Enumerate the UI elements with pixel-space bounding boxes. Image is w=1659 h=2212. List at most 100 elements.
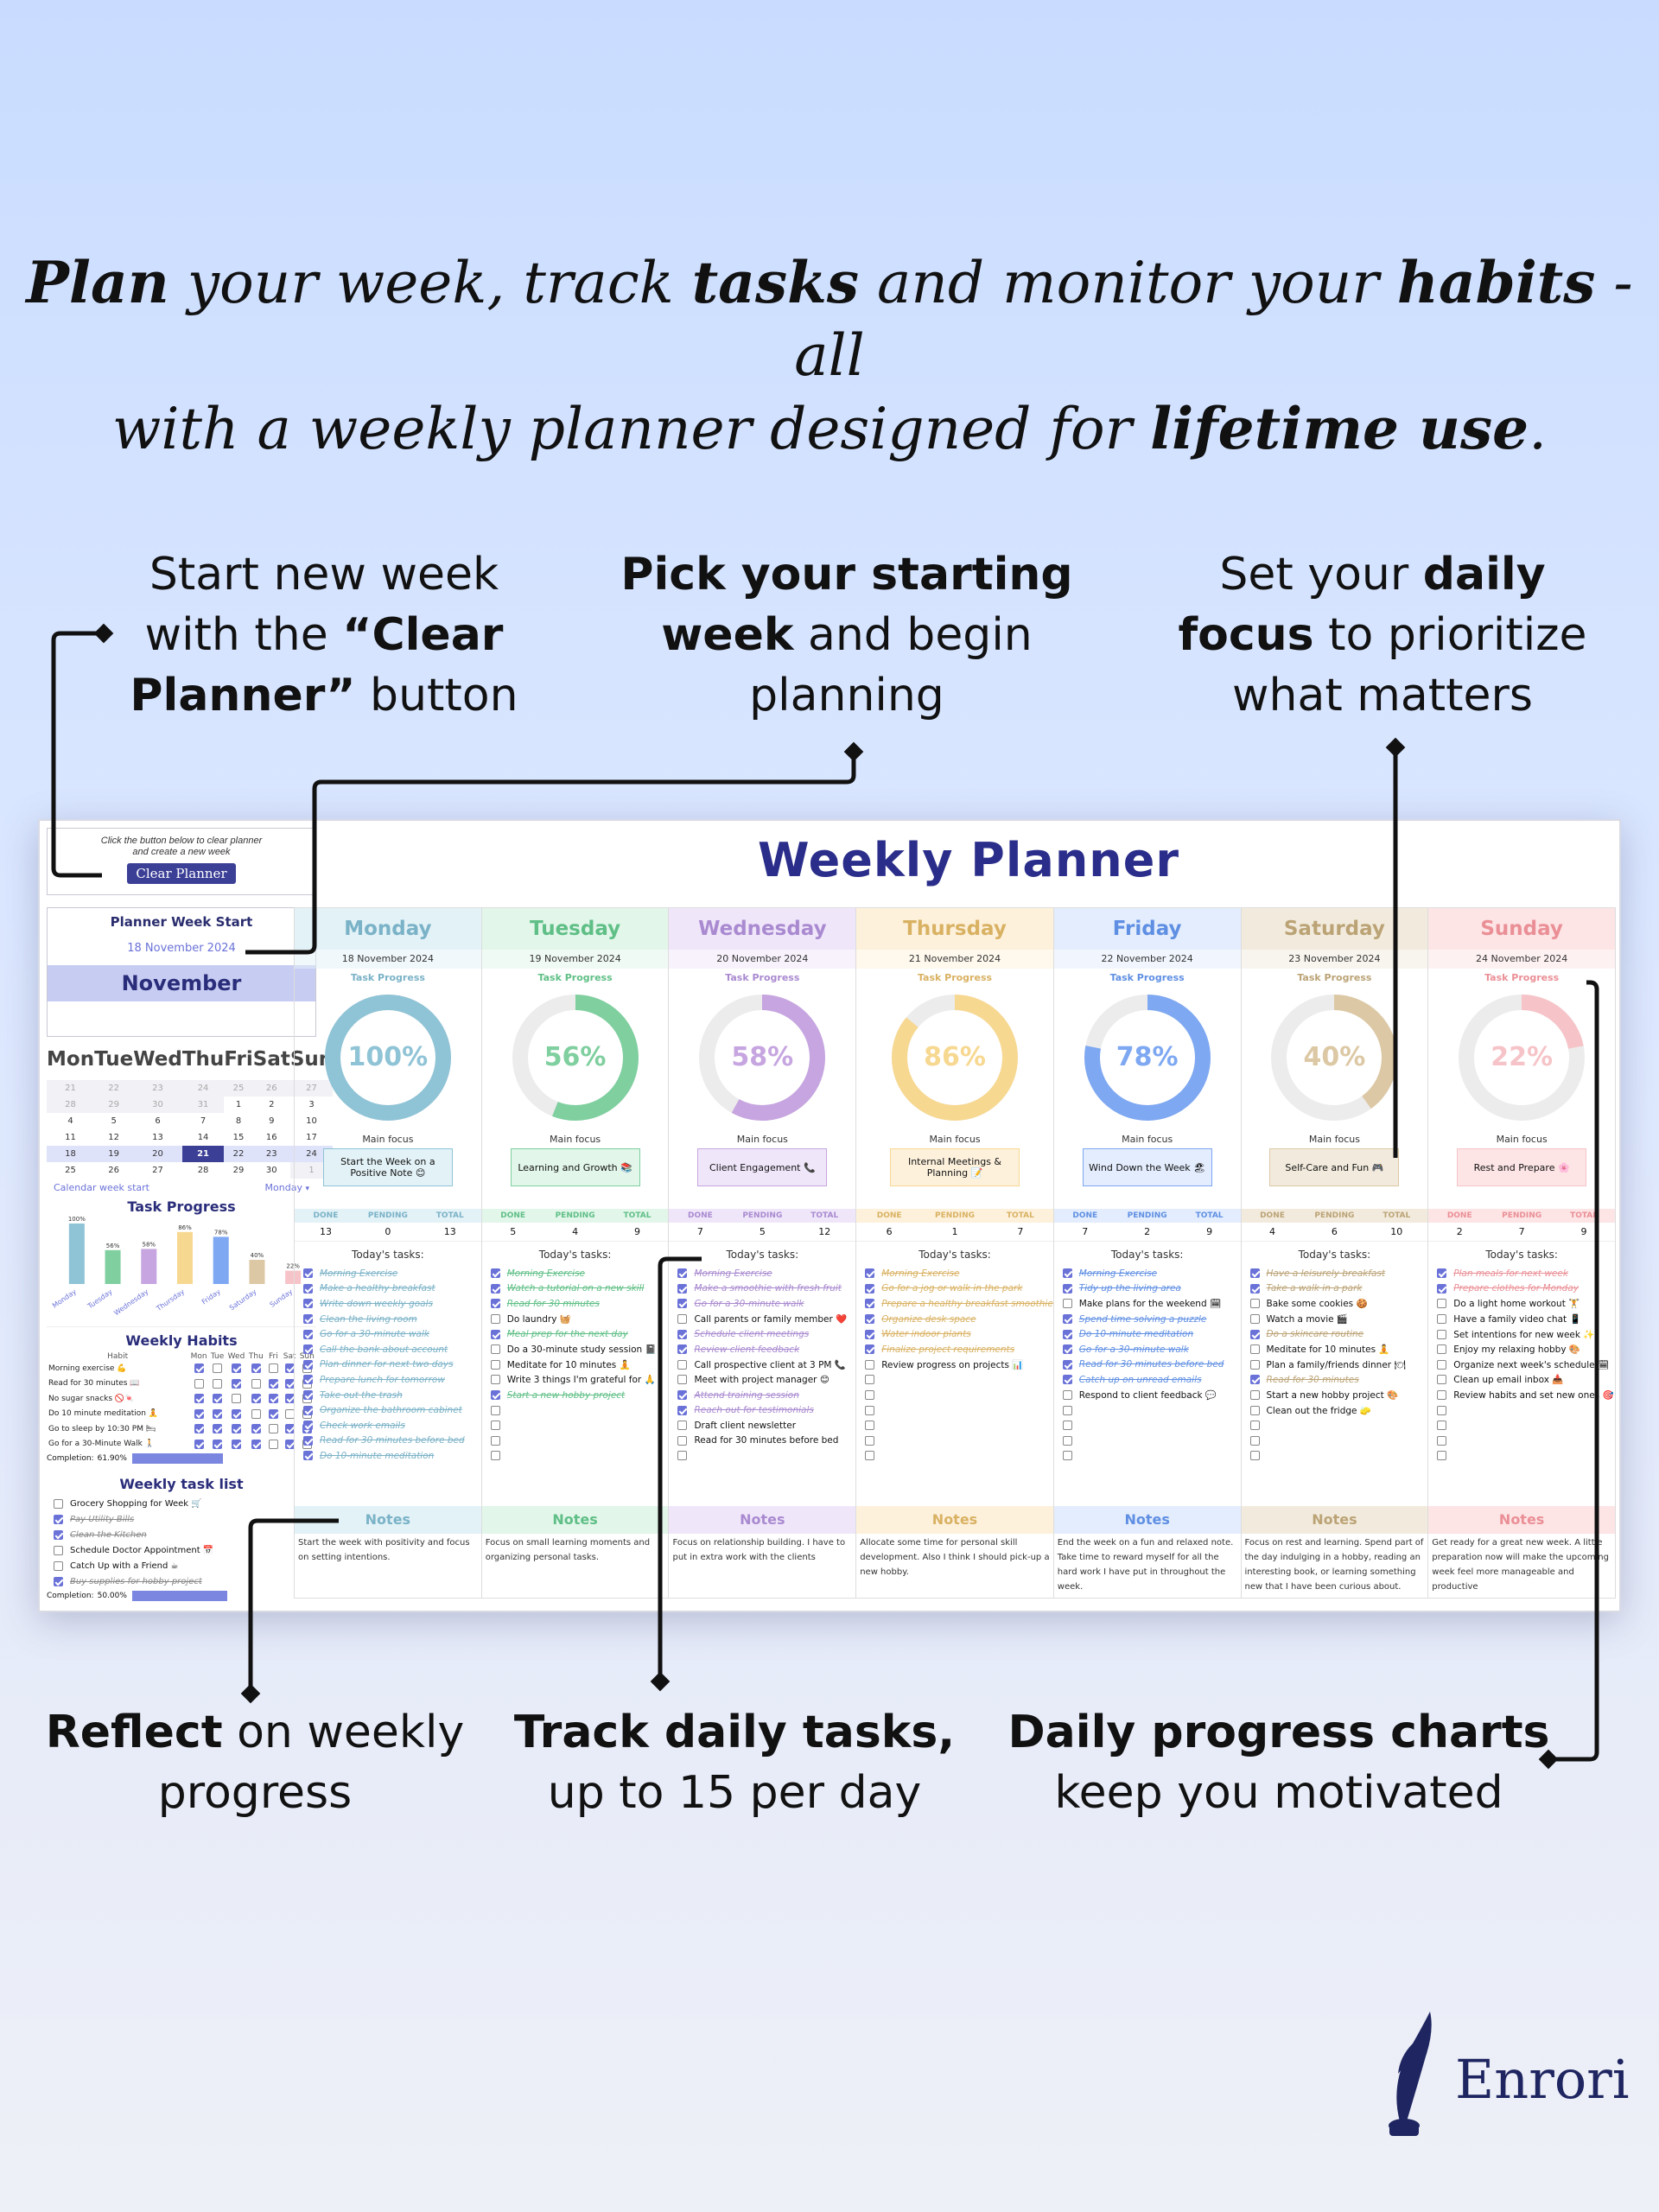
task-checkbox[interactable] bbox=[865, 1359, 875, 1370]
task-checkbox[interactable] bbox=[1249, 1375, 1260, 1385]
task-checkbox[interactable] bbox=[677, 1299, 688, 1309]
calendar-date[interactable]: 25 bbox=[224, 1080, 253, 1096]
habit-checkbox[interactable] bbox=[213, 1439, 223, 1449]
habit-checkbox[interactable] bbox=[194, 1439, 204, 1449]
calendar-date[interactable]: 9 bbox=[269, 1116, 275, 1126]
task-checkbox[interactable] bbox=[1437, 1283, 1447, 1294]
habit-checkbox[interactable] bbox=[268, 1378, 278, 1389]
task-checkbox[interactable] bbox=[865, 1299, 875, 1309]
task-checkbox[interactable] bbox=[490, 1344, 500, 1355]
task-checkbox[interactable] bbox=[490, 1268, 500, 1279]
task-checkbox[interactable] bbox=[1437, 1405, 1447, 1415]
task-checkbox[interactable] bbox=[677, 1390, 688, 1401]
habit-checkbox[interactable] bbox=[268, 1394, 278, 1404]
task-checkbox[interactable] bbox=[1062, 1329, 1072, 1339]
calendar-date[interactable]: 30 bbox=[265, 1166, 277, 1175]
calendar-date[interactable]: 25 bbox=[65, 1166, 76, 1175]
task-checkbox[interactable] bbox=[303, 1375, 313, 1385]
task-checkbox[interactable] bbox=[1437, 1268, 1447, 1279]
task-checkbox[interactable] bbox=[1249, 1405, 1260, 1415]
weekly-task-checkbox[interactable] bbox=[54, 1560, 63, 1571]
task-checkbox[interactable] bbox=[1249, 1329, 1260, 1339]
task-checkbox[interactable] bbox=[303, 1283, 313, 1294]
calendar-date[interactable]: 11 bbox=[65, 1133, 76, 1142]
habit-checkbox[interactable] bbox=[213, 1394, 223, 1404]
calendar-date[interactable]: 14 bbox=[197, 1133, 209, 1142]
task-checkbox[interactable] bbox=[1062, 1299, 1072, 1309]
task-checkbox[interactable] bbox=[1437, 1329, 1447, 1339]
calendar-date[interactable]: 17 bbox=[306, 1133, 317, 1142]
task-checkbox[interactable] bbox=[1437, 1421, 1447, 1431]
task-checkbox[interactable] bbox=[1437, 1344, 1447, 1355]
task-checkbox[interactable] bbox=[1062, 1268, 1072, 1279]
calendar-date[interactable]: 16 bbox=[265, 1133, 277, 1142]
calendar-date[interactable]: 4 bbox=[67, 1116, 73, 1126]
calendar-date[interactable]: 22 bbox=[94, 1080, 134, 1096]
notes-text[interactable]: Start the week with positivity and focus… bbox=[298, 1538, 470, 1562]
task-checkbox[interactable] bbox=[1437, 1359, 1447, 1370]
task-checkbox[interactable] bbox=[865, 1283, 875, 1294]
calendar-date[interactable]: 26 bbox=[252, 1080, 290, 1096]
task-checkbox[interactable] bbox=[1062, 1314, 1072, 1325]
habit-checkbox[interactable] bbox=[251, 1363, 261, 1374]
habit-checkbox[interactable] bbox=[231, 1408, 241, 1419]
week-start-date-picker[interactable]: 18 November 2024 bbox=[127, 942, 236, 955]
task-checkbox[interactable] bbox=[865, 1375, 875, 1385]
task-checkbox[interactable] bbox=[677, 1451, 688, 1461]
task-checkbox[interactable] bbox=[865, 1390, 875, 1401]
task-checkbox[interactable] bbox=[677, 1359, 688, 1370]
task-checkbox[interactable] bbox=[490, 1435, 500, 1446]
habit-checkbox[interactable] bbox=[231, 1363, 241, 1374]
task-checkbox[interactable] bbox=[1249, 1268, 1260, 1279]
task-checkbox[interactable] bbox=[1249, 1421, 1260, 1431]
task-checkbox[interactable] bbox=[490, 1421, 500, 1431]
task-checkbox[interactable] bbox=[677, 1421, 688, 1431]
habit-checkbox[interactable] bbox=[284, 1394, 295, 1404]
weekly-task-checkbox[interactable] bbox=[54, 1576, 63, 1586]
calendar-date[interactable]: 22 bbox=[224, 1146, 253, 1162]
habit-checkbox[interactable] bbox=[213, 1378, 223, 1389]
main-focus-input[interactable]: Wind Down the Week 🏖 bbox=[1082, 1148, 1212, 1186]
task-checkbox[interactable] bbox=[490, 1390, 500, 1401]
habit-checkbox[interactable] bbox=[231, 1439, 241, 1449]
task-checkbox[interactable] bbox=[865, 1435, 875, 1446]
calendar-date[interactable]: 20 bbox=[133, 1146, 182, 1162]
habit-checkbox[interactable] bbox=[268, 1408, 278, 1419]
task-checkbox[interactable] bbox=[677, 1375, 688, 1385]
habit-checkbox[interactable] bbox=[284, 1363, 295, 1374]
calendar-date[interactable]: 13 bbox=[152, 1133, 163, 1142]
task-checkbox[interactable] bbox=[303, 1314, 313, 1325]
main-focus-input[interactable]: Client Engagement 📞 bbox=[697, 1148, 828, 1186]
task-checkbox[interactable] bbox=[865, 1451, 875, 1461]
task-checkbox[interactable] bbox=[677, 1329, 688, 1339]
calendar-date[interactable]: 28 bbox=[197, 1166, 209, 1175]
task-checkbox[interactable] bbox=[1437, 1314, 1447, 1325]
habit-checkbox[interactable] bbox=[194, 1424, 204, 1434]
habit-checkbox[interactable] bbox=[268, 1439, 278, 1449]
task-checkbox[interactable] bbox=[490, 1314, 500, 1325]
calendar-date[interactable]: 26 bbox=[108, 1166, 120, 1175]
habit-checkbox[interactable] bbox=[268, 1363, 278, 1374]
main-focus-input[interactable]: Start the Week on a Positive Note 😊 bbox=[322, 1148, 453, 1186]
task-checkbox[interactable] bbox=[303, 1421, 313, 1431]
notes-text[interactable]: Allocate some time for personal skill de… bbox=[860, 1538, 1050, 1577]
habit-checkbox[interactable] bbox=[251, 1439, 261, 1449]
habit-checkbox[interactable] bbox=[194, 1394, 204, 1404]
habit-checkbox[interactable] bbox=[268, 1424, 278, 1434]
task-checkbox[interactable] bbox=[1437, 1451, 1447, 1461]
task-checkbox[interactable] bbox=[490, 1359, 500, 1370]
task-checkbox[interactable] bbox=[677, 1314, 688, 1325]
task-checkbox[interactable] bbox=[1062, 1344, 1072, 1355]
weekly-task-checkbox[interactable] bbox=[54, 1545, 63, 1555]
task-checkbox[interactable] bbox=[490, 1375, 500, 1385]
task-checkbox[interactable] bbox=[865, 1268, 875, 1279]
notes-text[interactable]: Focus on small learning moments and orga… bbox=[485, 1538, 651, 1562]
calendar-date[interactable]: 24 bbox=[181, 1080, 225, 1096]
calendar-date[interactable]: 1 bbox=[235, 1100, 242, 1109]
task-checkbox[interactable] bbox=[1062, 1405, 1072, 1415]
task-checkbox[interactable] bbox=[303, 1299, 313, 1309]
task-checkbox[interactable] bbox=[865, 1314, 875, 1325]
task-checkbox[interactable] bbox=[677, 1405, 688, 1415]
habit-checkbox[interactable] bbox=[194, 1363, 204, 1374]
calendar-date[interactable]: 6 bbox=[155, 1116, 161, 1126]
